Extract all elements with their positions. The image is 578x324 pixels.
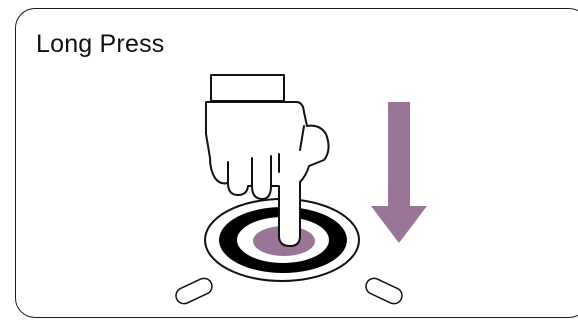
left-motion-mark-icon: [173, 276, 214, 307]
arrow-down-icon: [371, 102, 427, 243]
right-motion-mark-icon: [363, 276, 404, 307]
